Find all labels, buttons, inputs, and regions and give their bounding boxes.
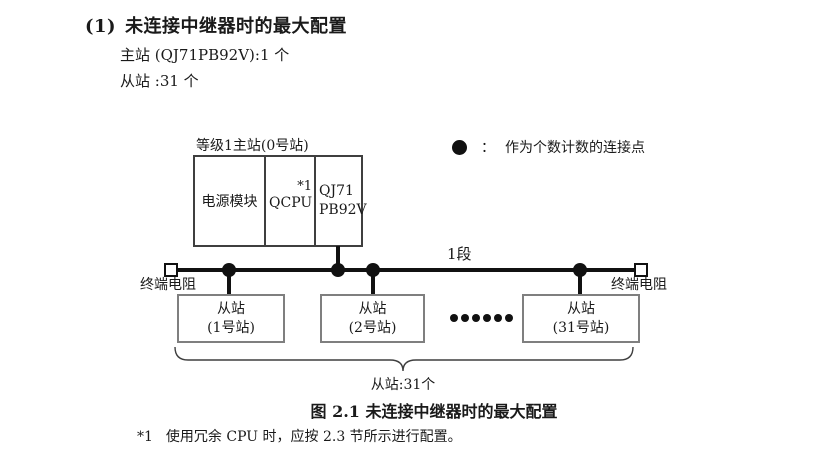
- ellipsis-dots: [450, 314, 513, 322]
- ellipsis-dot-icon: [461, 314, 469, 322]
- brace-label: 从站:31个: [370, 377, 436, 393]
- connection-dot-slave2: [366, 263, 380, 277]
- master-station-box: 电源模块 *1 QCPU QJ71 PB92V: [193, 155, 367, 247]
- legend: ： 作为个数计数的连接点: [452, 137, 645, 157]
- slave-station-31-box: 从站 (31号站): [522, 294, 640, 343]
- section-heading: (1) 未连接中继器时的最大配置: [85, 12, 347, 38]
- ellipsis-dot-icon: [472, 314, 480, 322]
- qcpu-label: QCPU: [269, 195, 313, 211]
- qj71-label-line1: QJ71: [319, 183, 354, 199]
- qj71-label-line2: PB92V: [319, 202, 367, 218]
- slave31-drop-line: [578, 270, 582, 295]
- slave2-label-line1: 从站: [358, 300, 387, 317]
- qcpu-cell: *1 QCPU: [266, 157, 316, 245]
- figure-caption: 图 2.1 未连接中继器时的最大配置: [310, 402, 558, 421]
- slave2-drop-line: [371, 270, 375, 295]
- brace-icon: [174, 346, 634, 372]
- footnote: *1 使用冗余 CPU 时，应按 2.3 节所示进行配置。: [137, 426, 462, 446]
- slave-station-1-box: 从站 (1号站): [177, 294, 285, 343]
- connection-point-dot-icon: [452, 139, 467, 155]
- master-station-label: 等级1主站(0号站): [196, 138, 309, 154]
- connection-dot-slave31: [573, 263, 587, 277]
- qcpu-note-ref: *1: [297, 179, 312, 194]
- footnote-ref: *1: [137, 429, 153, 445]
- slave2-label-line2: (2号站): [348, 319, 397, 336]
- terminal-resistor-left-icon: [164, 263, 178, 277]
- legend-label: 作为个数计数的连接点: [505, 140, 645, 156]
- slave31-label-line2: (31号站): [552, 319, 610, 336]
- master-drop-line: [336, 246, 340, 270]
- terminal-resistor-right-icon: [634, 263, 648, 277]
- slave31-label-line1: 从站: [567, 300, 595, 317]
- ellipsis-dot-icon: [494, 314, 502, 322]
- spec-master-count: 主站 (QJ71PB92V):1 个: [120, 46, 290, 64]
- power-module-label: 电源模块: [201, 194, 258, 210]
- spec-slave-count: 从站 :31 个: [120, 72, 199, 90]
- footnote-text: 使用冗余 CPU 时，应按 2.3 节所示进行配置。: [165, 429, 462, 445]
- section-title: 未连接中继器时的最大配置: [125, 16, 348, 37]
- section-number: (1): [85, 16, 117, 37]
- ellipsis-dot-icon: [450, 314, 458, 322]
- terminal-resistor-left-label: 终端电阻: [140, 277, 196, 293]
- qj71pb92v-cell: QJ71 PB92V: [316, 157, 367, 245]
- slave1-label-line2: (1号站): [207, 319, 255, 336]
- connection-dot-master: [331, 263, 345, 277]
- terminal-resistor-right-label: 终端电阻: [611, 277, 667, 293]
- segment-label: 1段: [447, 245, 472, 263]
- slave1-drop-line: [227, 270, 231, 295]
- bus-line: [171, 268, 637, 272]
- slave-station-2-box: 从站 (2号站): [320, 294, 425, 343]
- legend-separator: ：: [481, 140, 495, 156]
- power-module-cell: 电源模块: [195, 157, 266, 245]
- slave1-label-line1: 从站: [217, 300, 245, 317]
- ellipsis-dot-icon: [505, 314, 513, 322]
- connection-dot-slave1: [222, 263, 236, 277]
- ellipsis-dot-icon: [483, 314, 491, 322]
